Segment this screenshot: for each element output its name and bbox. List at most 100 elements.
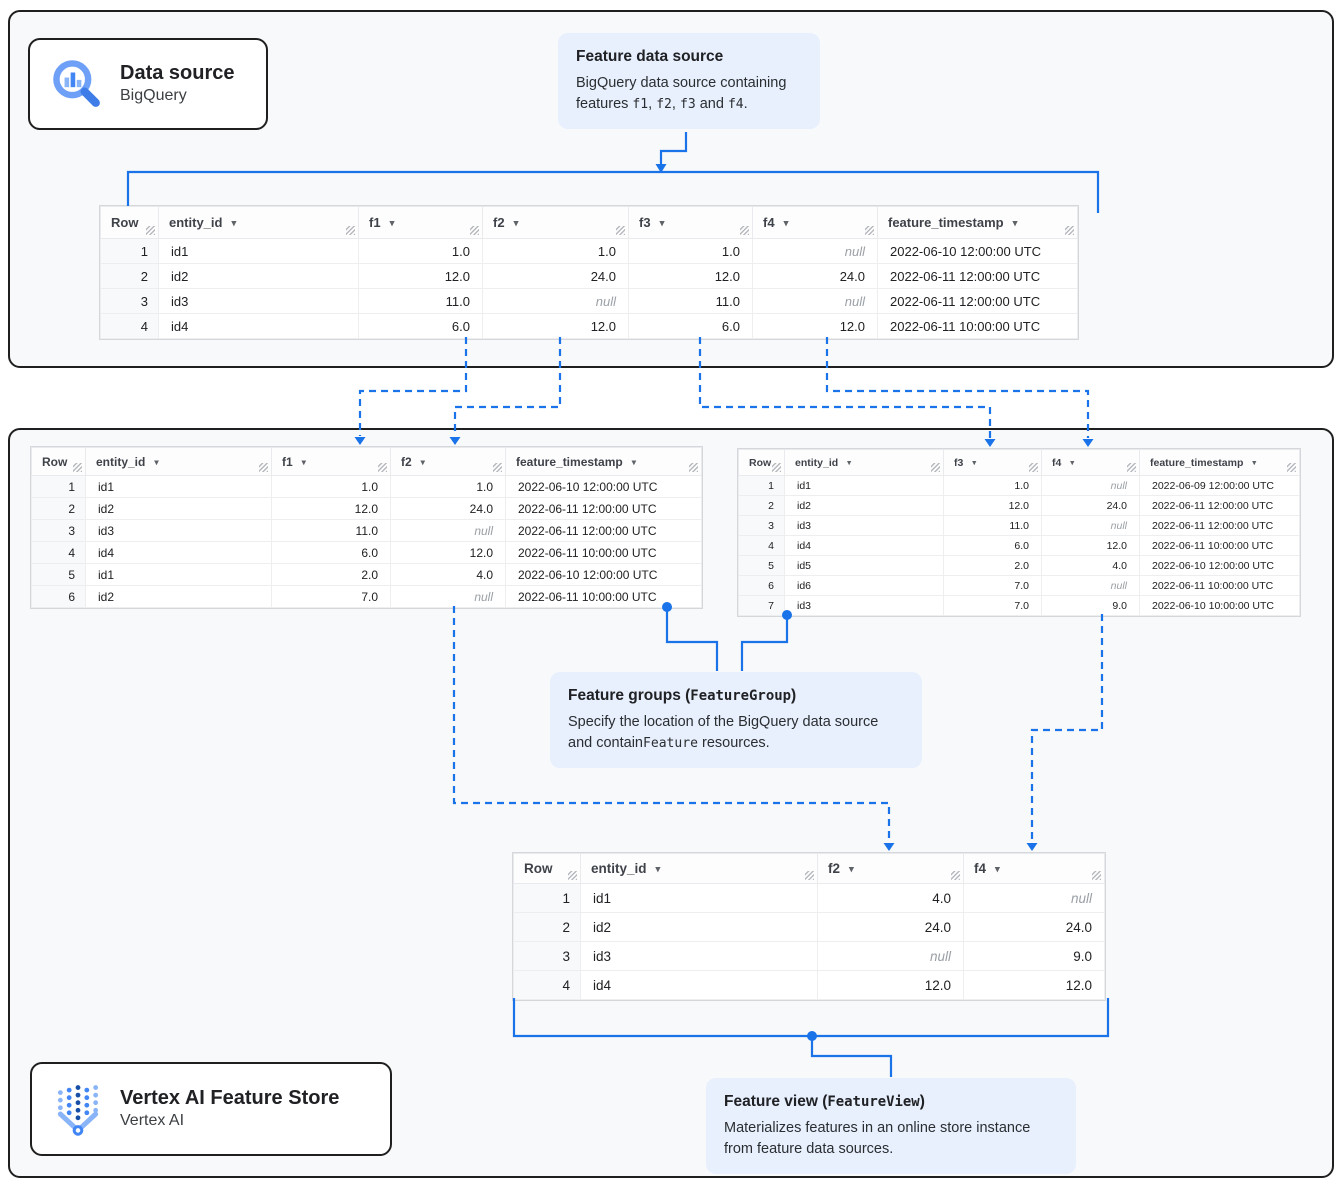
table-cell: 12.0	[817, 970, 964, 1000]
table-cell: 1.0	[482, 238, 629, 264]
column-header-f2: f2▾	[817, 853, 964, 884]
table-cell: 4.0	[390, 563, 506, 586]
column-resize-icon	[146, 226, 155, 235]
table-cell: id1	[85, 563, 272, 586]
table-cell: id3	[580, 941, 818, 971]
table-cell: 2022-06-10 10:00:00 UTC	[1139, 595, 1300, 616]
row-number-cell: 1	[100, 238, 159, 264]
table-cell: id3	[784, 515, 944, 536]
table-cell: 24.0	[390, 497, 506, 520]
table-cell: 1.0	[358, 238, 483, 264]
row-number-cell: 2	[738, 495, 785, 516]
bigquery-icon	[53, 60, 100, 107]
feature-data-source-callout-title: Feature data source	[576, 48, 724, 65]
column-resize-icon	[1287, 463, 1296, 472]
column-header-f2: f2▾	[390, 447, 506, 476]
column-resize-icon	[73, 463, 82, 472]
table-cell: 2022-06-09 12:00:00 UTC	[1139, 475, 1300, 496]
row-number-cell: 2	[513, 912, 581, 942]
row-number-cell: 4	[513, 970, 581, 1000]
column-header-entity_id: entity_id▾	[580, 853, 818, 884]
table-cell: 11.0	[358, 288, 483, 314]
feature-store-badge-text: Vertex AI Feature Store Vertex AI	[120, 1086, 339, 1132]
table-cell: 12.0	[963, 970, 1105, 1000]
column-menu-icon: ▾	[513, 218, 519, 228]
column-resize-icon	[805, 871, 814, 880]
column-resize-icon	[493, 463, 502, 472]
table-cell: 11.0	[943, 515, 1042, 536]
table-cell: id1	[580, 883, 818, 913]
table-cell: 2022-06-10 12:00:00 UTC	[877, 238, 1078, 264]
table-cell: null	[390, 519, 506, 542]
column-header-entity_id: entity_id▾	[85, 447, 272, 476]
table-cell: id2	[158, 263, 359, 289]
row-number-cell: 4	[31, 541, 86, 564]
row-number-cell: 6	[31, 585, 86, 608]
table-cell: 2022-06-11 12:00:00 UTC	[877, 263, 1078, 289]
column-header-Row: Row	[100, 206, 159, 239]
feature-data-source-callout-body: BigQuery data source containing features…	[576, 75, 787, 112]
table-cell: id1	[158, 238, 359, 264]
row-number-cell: 4	[738, 535, 785, 556]
column-header-f4: f4▾	[1041, 449, 1140, 476]
table-cell: null	[963, 883, 1105, 913]
feature-groups-callout-title: Feature groups (FeatureGroup)	[568, 687, 797, 704]
column-menu-icon: ▾	[1070, 457, 1075, 467]
column-header-f3: f3▾	[943, 449, 1042, 476]
table-cell: 24.0	[752, 263, 878, 289]
column-resize-icon	[931, 463, 940, 472]
table-cell: id1	[784, 475, 944, 496]
table-cell: id2	[580, 912, 818, 942]
table-cell: id3	[784, 595, 944, 616]
table-cell: id2	[85, 585, 272, 608]
row-number-cell: 5	[738, 555, 785, 576]
table-cell: null	[1041, 475, 1140, 496]
column-menu-icon: ▾	[389, 218, 395, 228]
table-cell: 2022-06-11 12:00:00 UTC	[1139, 495, 1300, 516]
table-cell: 12.0	[752, 313, 878, 339]
table-cell: id4	[580, 970, 818, 1000]
column-resize-icon	[346, 226, 355, 235]
table-cell: 2022-06-11 12:00:00 UTC	[505, 519, 702, 542]
table-cell: 2022-06-11 10:00:00 UTC	[877, 313, 1078, 339]
table-cell: null	[1041, 515, 1140, 536]
column-header-f3: f3▾	[628, 206, 753, 239]
data-source-badge: Data source BigQuery	[28, 38, 268, 130]
row-number-cell: 1	[513, 883, 581, 913]
column-header-entity_id: entity_id▾	[158, 206, 359, 239]
row-number-cell: 5	[31, 563, 86, 586]
data-source-badge-title: Data source	[120, 62, 235, 85]
column-header-Row: Row	[31, 447, 86, 476]
column-resize-icon	[1127, 463, 1136, 472]
column-menu-icon: ▾	[655, 864, 661, 875]
column-header-Row: Row	[738, 449, 785, 476]
table-cell: 2022-06-11 10:00:00 UTC	[1139, 535, 1300, 556]
table-cell: 2022-06-11 10:00:00 UTC	[1139, 575, 1300, 596]
column-header-f1: f1▾	[271, 447, 391, 476]
table-cell: 24.0	[963, 912, 1105, 942]
column-menu-icon: ▾	[1012, 218, 1018, 228]
feature-groups-callout-body: Specify the location of the BigQuery dat…	[568, 714, 879, 751]
column-menu-icon: ▾	[849, 864, 854, 875]
column-menu-icon: ▾	[631, 456, 637, 467]
row-number-cell: 2	[31, 497, 86, 520]
table-cell: 6.0	[358, 313, 483, 339]
table-cell: 1.0	[271, 475, 391, 498]
column-header-f2: f2▾	[482, 206, 629, 239]
